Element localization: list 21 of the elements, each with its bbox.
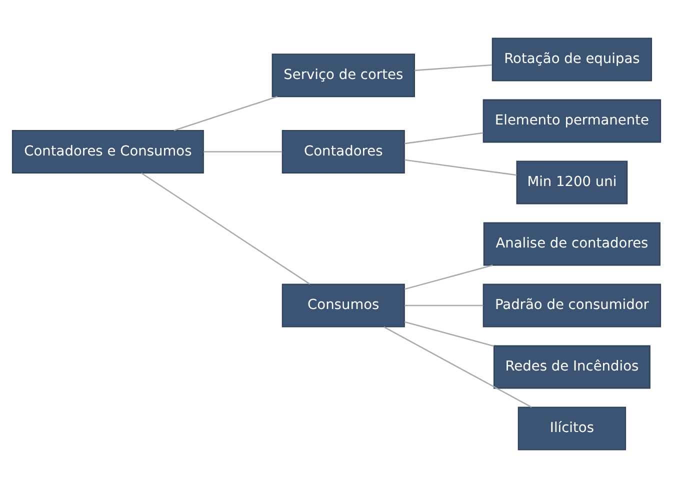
node-box: Contadores e Consumos [12, 130, 204, 174]
node-box: Consumos [282, 284, 405, 328]
connector [404, 304, 484, 306]
connector [404, 159, 517, 176]
connector [404, 132, 484, 144]
node-box: Padrão de consumidor [482, 284, 662, 328]
node-box: Contadores [282, 130, 405, 174]
node-box: Ilícitos [518, 406, 626, 450]
node-box: Min 1200 uni [516, 160, 628, 204]
node-box: Elemento permanente [482, 99, 662, 143]
node-box: Rotação de equipas [492, 38, 652, 82]
connector [414, 64, 492, 72]
node-box: Redes de Incêndios [493, 345, 650, 389]
connector [404, 264, 493, 290]
connector [204, 151, 282, 152]
connector [141, 172, 310, 285]
connector [404, 321, 494, 347]
node-box: Serviço de cortes [272, 54, 415, 98]
node-box: Analise de contadores [483, 222, 661, 266]
connector [384, 326, 532, 408]
connector [174, 96, 278, 132]
